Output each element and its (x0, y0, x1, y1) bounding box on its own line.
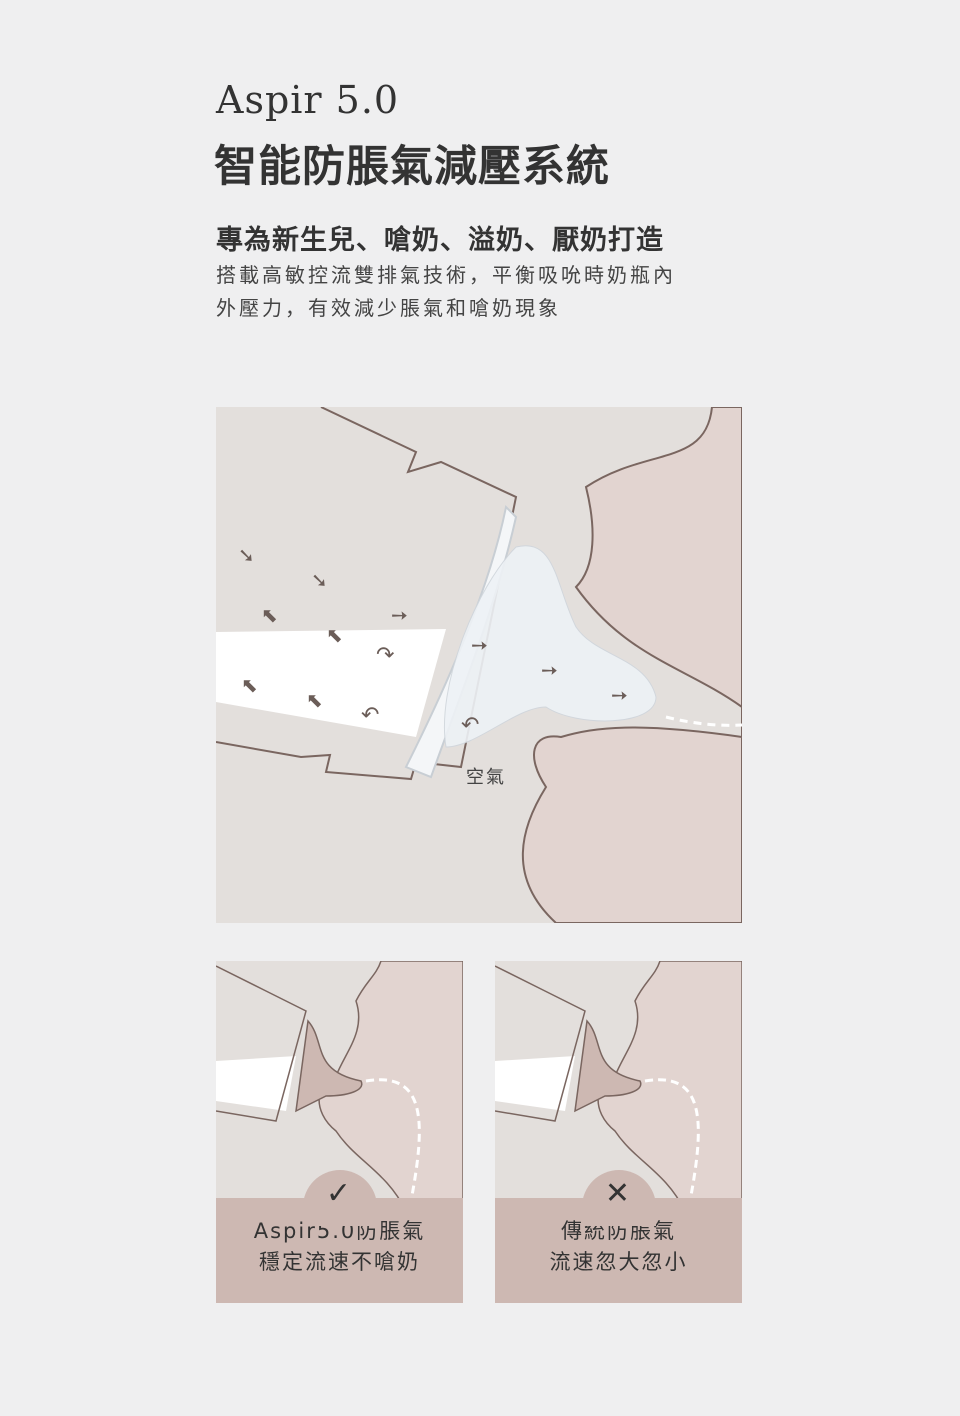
svg-text:↶: ↶ (361, 703, 379, 728)
check-icon: ✓ (302, 1170, 377, 1226)
x-icon: ✕ (581, 1170, 656, 1226)
description: 搭載高敏控流雙排氣技術，平衡吸吮時奶瓶內 外壓力，有效減少脹氣和嗆奶現象 (216, 259, 756, 325)
svg-text:⬉: ⬉ (306, 688, 323, 712)
svg-text:⬉: ⬉ (326, 623, 343, 647)
svg-text:➙: ➙ (471, 633, 488, 657)
svg-text:➘: ➘ (311, 568, 328, 592)
caption-traditional: ✕ 傳統防脹氣 流速忽大忽小 (495, 1170, 742, 1303)
svg-text:⬉: ⬉ (261, 603, 278, 627)
svg-text:➘: ➘ (238, 543, 255, 567)
panel-aspir: ✓ Aspir5.0防脹氣 穩定流速不嗆奶 (216, 961, 463, 1303)
svg-text:➙: ➙ (541, 658, 558, 682)
title-english: Aspir 5.0 (216, 78, 400, 122)
air-label: 空氣 (466, 767, 506, 788)
svg-text:↶: ↶ (461, 713, 479, 738)
caption-line: 穩定流速不嗆奶 (259, 1250, 420, 1274)
svg-text:⬉: ⬉ (241, 673, 258, 697)
description-line: 外壓力，有效減少脹氣和嗆奶現象 (216, 296, 561, 320)
description-line: 搭載高敏控流雙排氣技術，平衡吸吮時奶瓶內 (216, 263, 676, 287)
airflow-arrows: ➘ ➘ ⬉ ⬉ ⬉ ⬉ ➙ ➙ ➙ ➙ ↷ ↶ ↶ (238, 543, 628, 738)
caption-line: 流速忽大忽小 (549, 1250, 688, 1274)
title-chinese: 智能防脹氣減壓系統 (214, 142, 610, 192)
svg-text:➙: ➙ (611, 683, 628, 707)
subtitle: 專為新生兒、嗆奶、溢奶、厭奶打造 (216, 225, 664, 256)
caption-aspir: ✓ Aspir5.0防脹氣 穩定流速不嗆奶 (216, 1170, 463, 1303)
svg-text:↷: ↷ (376, 643, 394, 668)
main-illustration: ➘ ➘ ⬉ ⬉ ⬉ ⬉ ➙ ➙ ➙ ➙ ↷ ↶ ↶ (215, 406, 743, 924)
panel-traditional: ✕ 傳統防脹氣 流速忽大忽小 (495, 961, 742, 1303)
svg-text:➙: ➙ (391, 603, 408, 627)
